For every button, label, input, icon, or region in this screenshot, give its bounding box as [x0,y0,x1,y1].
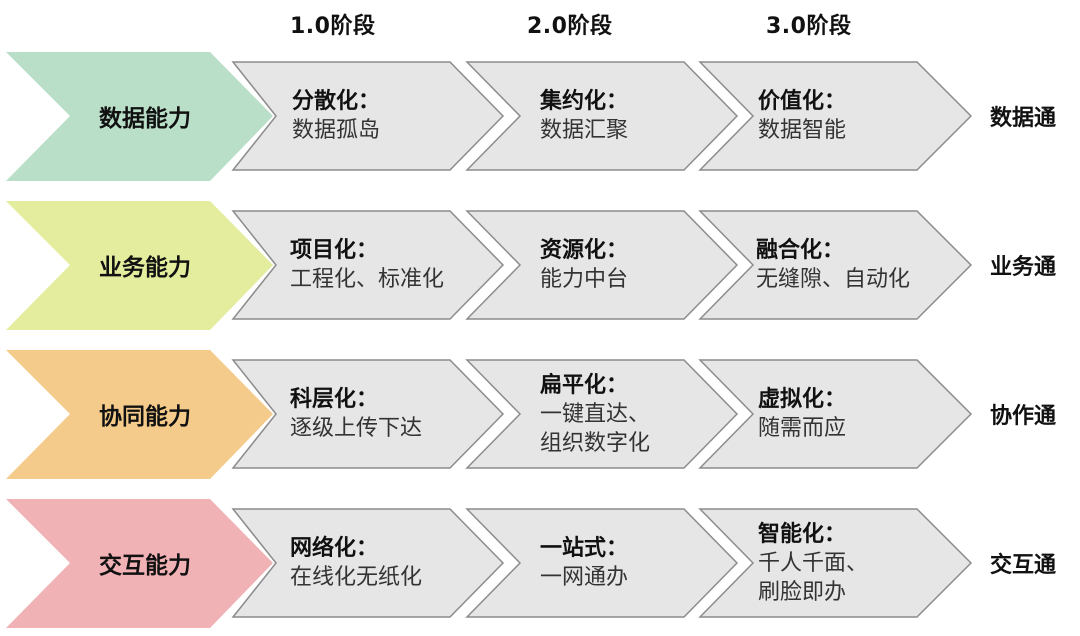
capability-chevron [6,52,273,181]
stage-desc: 数据孤岛 [292,118,381,143]
stage-desc: 在线化无纸化 [290,565,423,590]
capability-chevron [6,350,273,479]
capability-label: 业务能力 [99,255,191,281]
row-data-capability: 数据能力 分散化： 数据孤岛 集约化： 数据汇聚 价值化： 数据智能 数据通 [0,51,1080,183]
stage-desc: 能力中台 [540,267,629,292]
stage-chevron-3 [698,210,973,320]
row-business-capability: 业务能力 项目化： 工程化、标准化 资源化： 能力中台 融合化： 无缝隙、自动化… [0,200,1080,332]
stage-cell-2: 资源化： 能力中台 [540,200,628,330]
stage-chevron-1 [231,210,505,320]
stage-title: 一站式： [540,536,629,561]
stage-title: 扁平化： [540,372,629,398]
stage-chevron-3 [698,508,973,618]
stage-title: 集约化： [540,89,629,114]
chevron-shapes [6,350,973,479]
chevron-shapes [6,52,973,181]
chevron-shapes [6,499,973,628]
capability-label: 交互能力 [99,553,191,579]
outcome-label: 业务通 [990,255,1057,280]
stage-title: 项目化： [290,238,379,263]
stage-cell-3: 虚拟化： 随需而应 [758,349,846,479]
stage-desc: 一键直达、 组织数字化 [540,401,651,456]
chevron-shapes [6,201,973,330]
stage-cell-1: 科层化： 逐级上传下达 [290,349,422,479]
stage-chevron-3 [698,61,973,171]
stage-desc: 工程化、标准化 [290,267,445,292]
row-interact-capability: 交互能力 网络化： 在线化无纸化 一站式： 一网通办 智能化： 千人千面、 刷脸… [0,498,1080,630]
stage-chevron-2 [465,61,739,171]
stage-chevron-2 [465,210,739,320]
outcome-label: 数据通 [990,106,1057,131]
capability-label: 协同能力 [99,404,191,430]
stage-cell-1: 网络化： 在线化无纸化 [290,498,422,628]
stage-title: 融合化： [756,238,845,263]
capability-label: 数据能力 [99,106,191,132]
stage-desc: 数据汇聚 [540,118,629,143]
outcome-label: 交互通 [990,553,1057,578]
stage-title: 智能化： [758,521,847,547]
capability-chevron [6,201,273,330]
stage-title: 科层化： [290,387,379,412]
stage-title: 网络化： [290,536,379,561]
stage-cell-1: 项目化： 工程化、标准化 [290,200,444,330]
stage-header-2: 2.0阶段 [527,14,613,39]
stage-cell-2: 扁平化： 一键直达、 组织数字化 [540,349,650,479]
stage-title: 虚拟化： [758,387,847,412]
stage-chevron-1 [231,508,505,618]
stage-cell-3: 价值化： 数据智能 [758,51,846,181]
stage-chevron-1 [231,359,505,469]
row-collab-capability: 协同能力 科层化： 逐级上传下达 扁平化： 一键直达、 组织数字化 虚拟化： 随… [0,349,1080,481]
stage-cell-2: 集约化： 数据汇聚 [540,51,628,181]
stage-desc: 随需而应 [758,416,847,441]
stage-cell-1: 分散化： 数据孤岛 [292,51,380,181]
stage-desc: 千人千面、 刷脸即办 [758,550,869,605]
stage-desc: 一网通办 [540,565,629,590]
stage-chevron-3 [698,359,973,469]
stage-header-3: 3.0阶段 [766,14,852,39]
stage-chevron-2 [465,508,739,618]
stage-cell-3: 智能化： 千人千面、 刷脸即办 [758,498,868,628]
stage-desc: 数据智能 [758,118,847,143]
stage-chevron-2 [465,359,739,469]
stage-chevron-1 [231,61,505,171]
stage-cell-2: 一站式： 一网通办 [540,498,628,628]
outcome-label: 协作通 [990,404,1057,429]
stage-header-1: 1.0阶段 [290,14,376,39]
stage-desc: 无缝隙、自动化 [756,267,911,292]
stage-desc: 逐级上传下达 [290,416,423,441]
stage-title: 价值化： [758,89,847,114]
stage-title: 资源化： [540,238,629,263]
stage-cell-3: 融合化： 无缝隙、自动化 [756,200,910,330]
stage-title: 分散化： [292,89,381,114]
capability-chevron [6,499,273,628]
